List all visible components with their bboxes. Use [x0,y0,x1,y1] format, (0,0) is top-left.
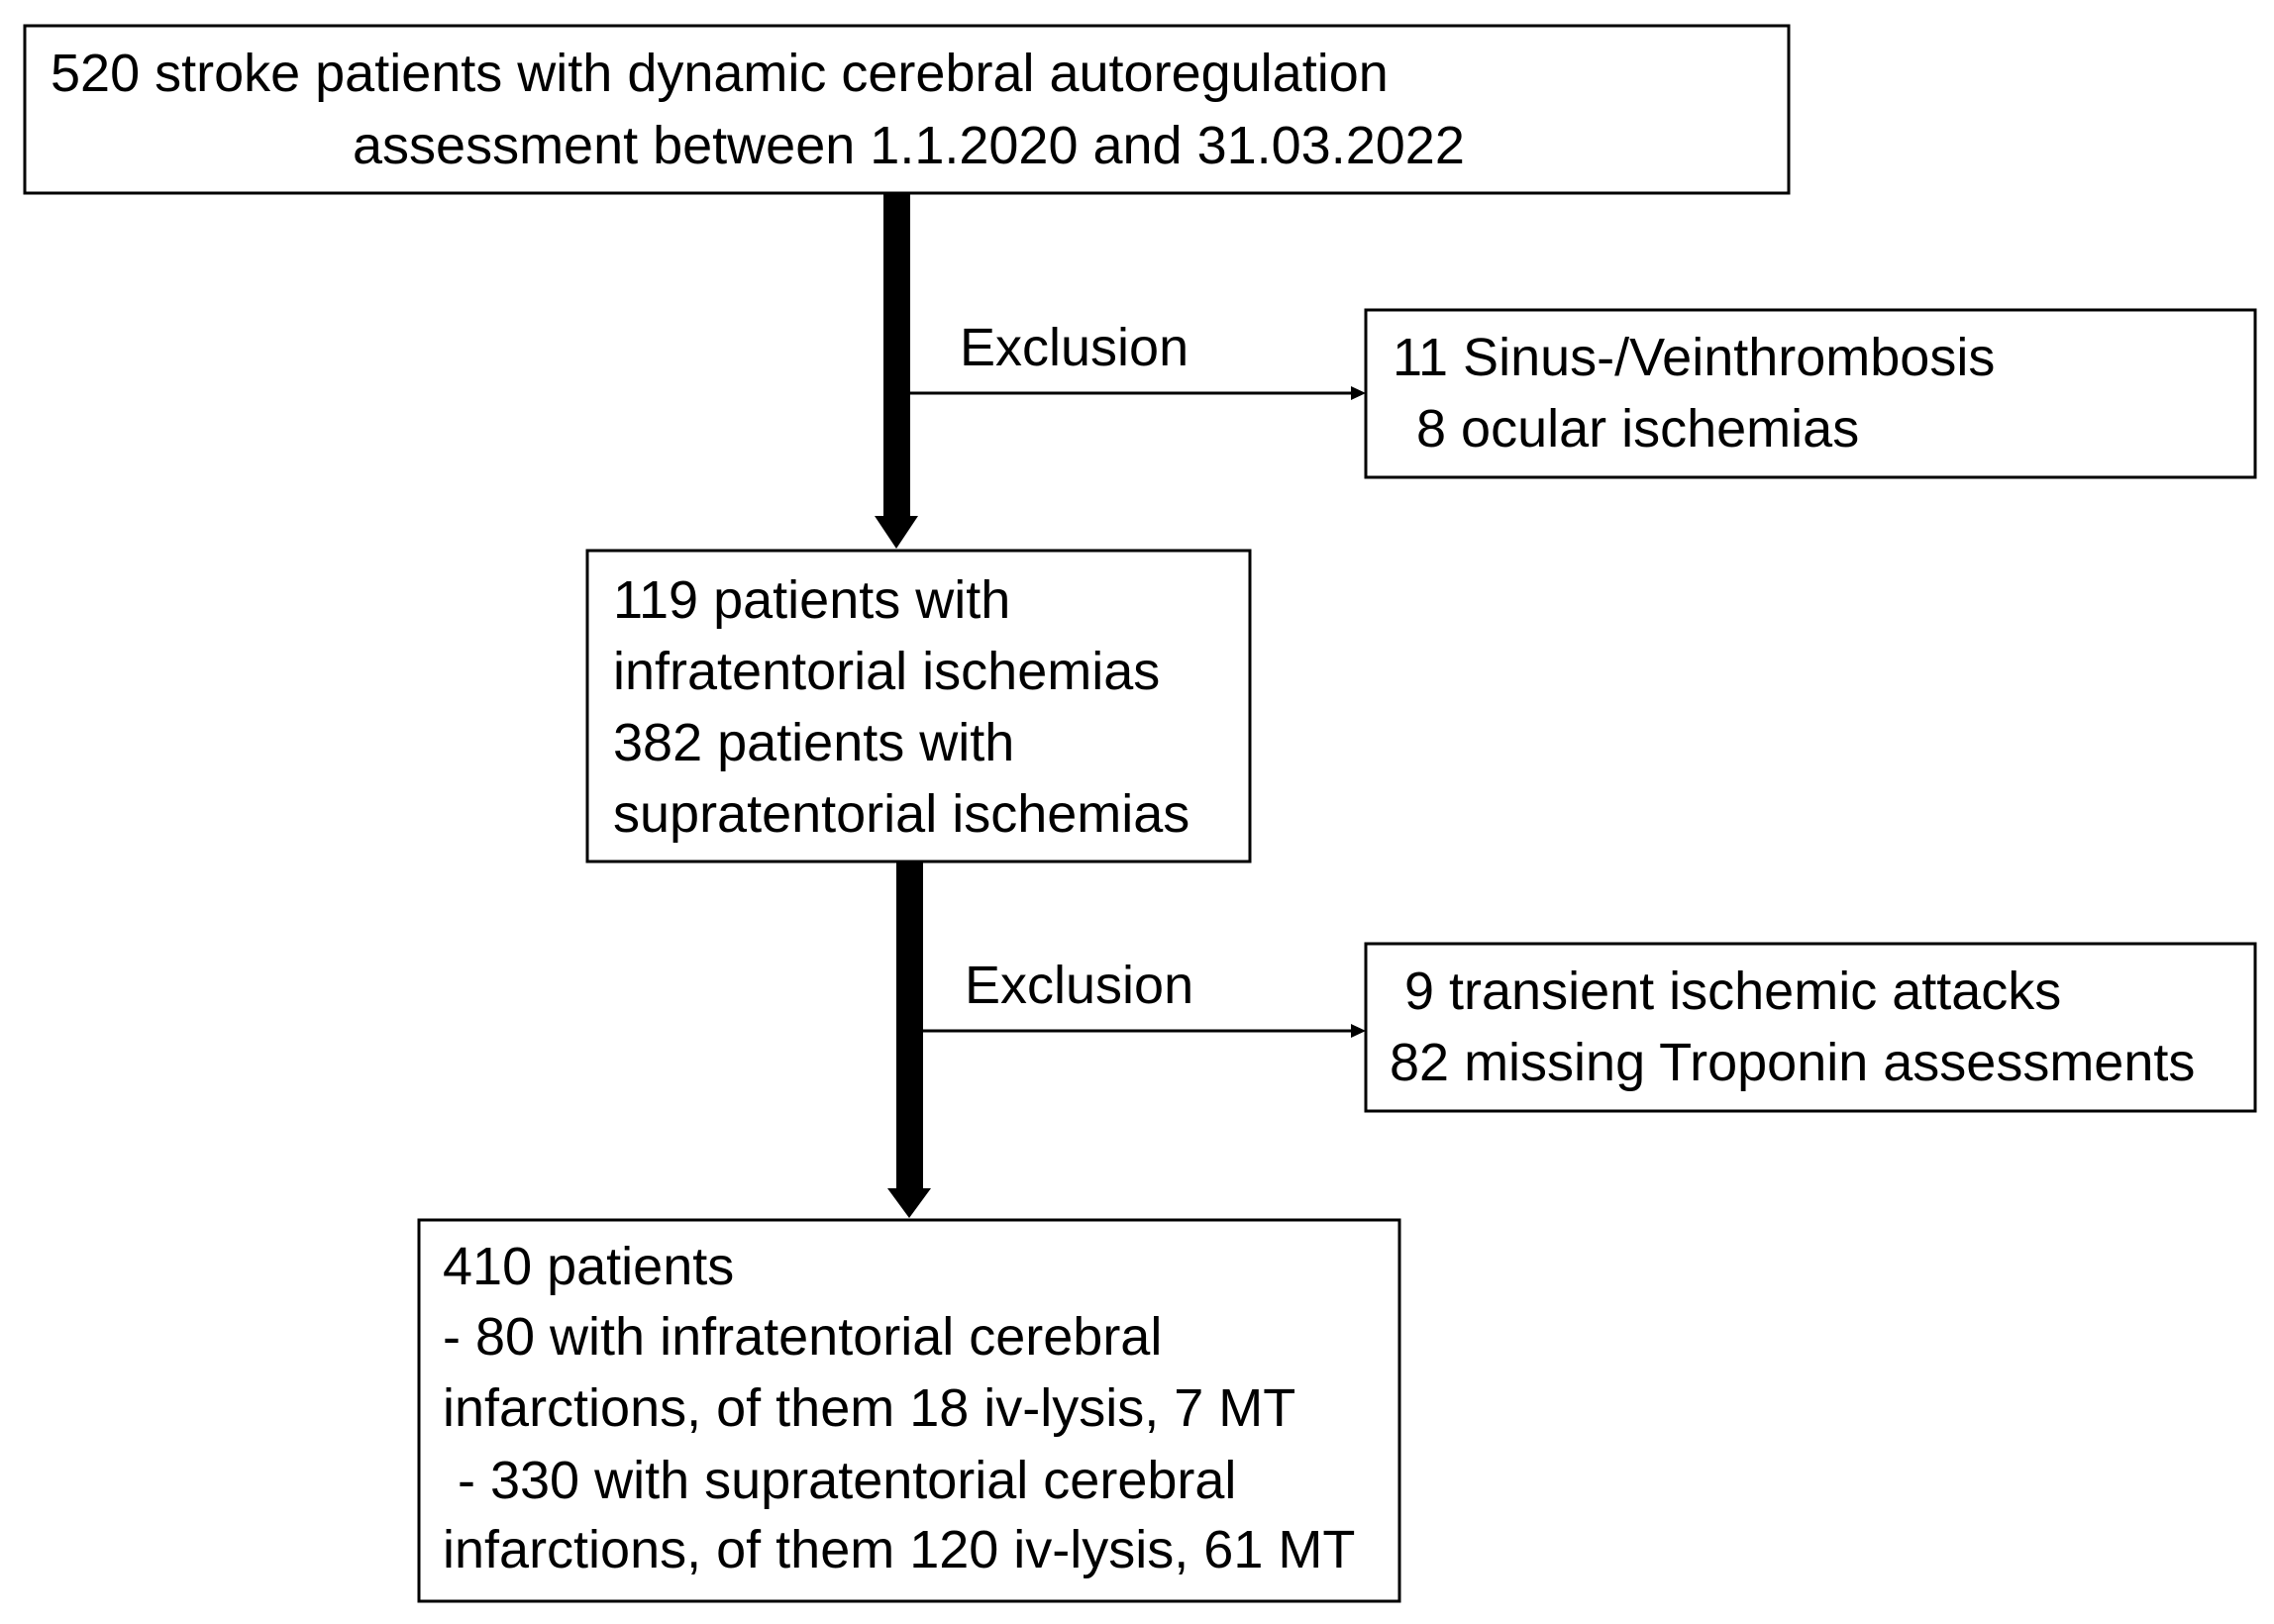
final-box-line: 410 patients [443,1237,734,1296]
exclusion-box-2-frame [1364,942,2257,1113]
main-flow-arrow-2-shaft [896,862,923,1190]
final-box-frame [417,1218,1401,1603]
main-flow-arrow-2-head [887,1188,931,1218]
ischemias-box-line: supratentorial ischemias [613,784,1189,844]
ischemias-box-line: infratentorial ischemias [613,642,1160,701]
ischemias-box-line: 382 patients with [613,713,1014,772]
main-flow-arrow-1 [875,193,918,549]
exclusion-label-2: Exclusion [965,956,1193,1015]
final-box-line: infarctions, of them 18 iv-lysis, 7 MT [443,1378,1295,1438]
cohort-box-line: assessment between 1.1.2020 and 31.03.20… [353,116,1465,175]
cohort-box-frame [23,24,1791,195]
final-box: 410 patients - 80 with infratentorial ce… [417,1218,1401,1603]
final-box-line: - 330 with supratentorial cerebral [458,1451,1236,1510]
main-flow-arrow-1-head [875,516,918,549]
exclusion-box-2-line: 82 missing Troponin assessments [1390,1033,2195,1092]
exclusion-box-1-line: 8 ocular ischemias [1416,399,1859,458]
ischemias-box: 119 patients with infratentorial ischemi… [585,549,1252,863]
exclusion-box-2-line: 9 transient ischemic attacks [1404,962,2061,1021]
exclusion-arrow-1-head [1351,386,1366,400]
main-flow-arrow-2 [887,862,931,1218]
exclusion-arrow-1 [909,386,1366,400]
ischemias-box-line: 119 patients with [613,570,1010,630]
final-box-line: infarctions, of them 120 iv-lysis, 61 MT [443,1520,1355,1579]
exclusion-box-1: 11 Sinus-/Veinthrombosis 8 ocular ischem… [1364,308,2257,479]
exclusion-arrow-2-head [1351,1024,1366,1038]
final-box-line: - 80 with infratentorial cerebral [443,1307,1162,1367]
cohort-box: 520 stroke patients with dynamic cerebra… [23,24,1791,195]
main-flow-arrow-1-shaft [883,193,910,518]
exclusion-box-2: 9 transient ischemic attacks 82 missing … [1364,942,2257,1113]
exclusion-box-1-line: 11 Sinus-/Veinthrombosis [1393,328,1995,387]
exclusion-box-1-frame [1364,308,2257,479]
exclusion-label-1: Exclusion [960,318,1189,377]
exclusion-arrow-2 [923,1024,1366,1038]
cohort-box-line: 520 stroke patients with dynamic cerebra… [51,44,1389,103]
